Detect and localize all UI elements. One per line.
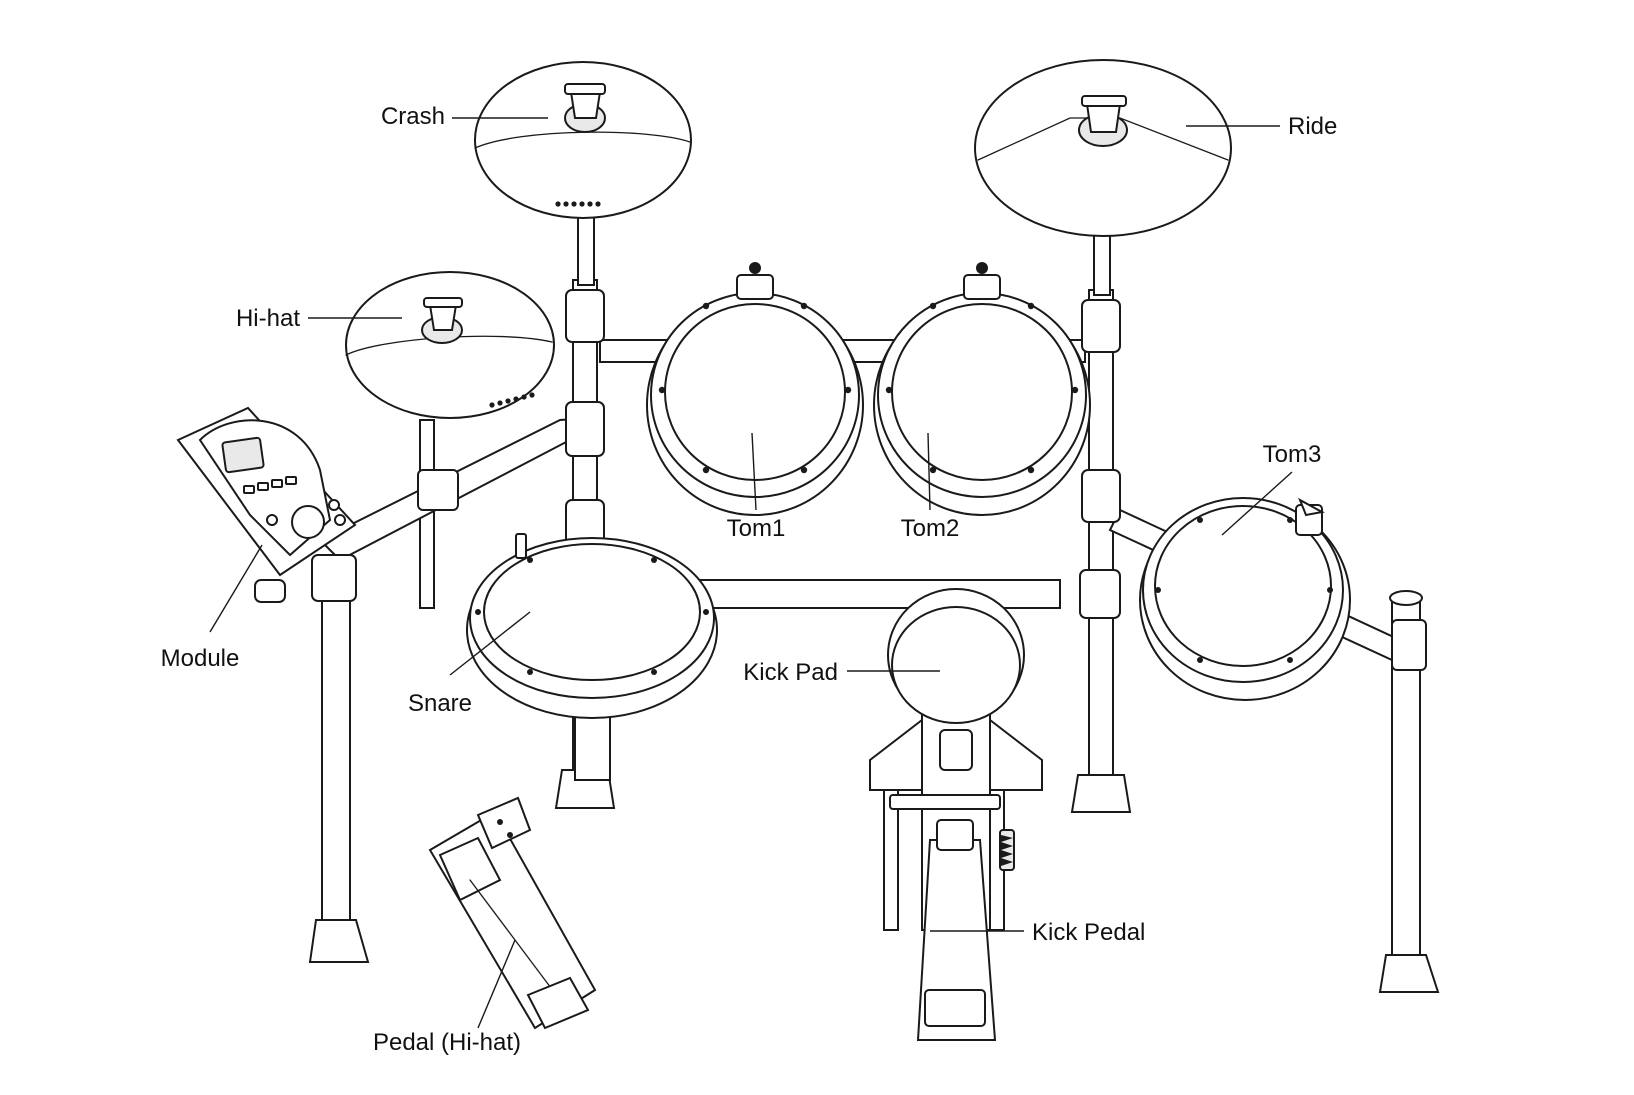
right-mid-clamp — [1081, 469, 1121, 523]
label-kick-pad: Kick Pad — [743, 659, 838, 686]
label-tom1: Tom1 — [727, 515, 786, 542]
snare-pad — [466, 533, 718, 781]
callout-leaders — [209, 117, 1293, 1029]
label-crash: Crash — [381, 103, 445, 130]
right-post-foot — [1070, 774, 1132, 813]
far-left-leg-foot — [308, 919, 370, 963]
hihat-cymbal — [345, 271, 555, 419]
label-tom2: Tom2 — [901, 515, 960, 542]
tom1-pad — [646, 262, 864, 516]
kick-pedal — [883, 789, 1015, 1041]
label-module: Module — [161, 645, 240, 672]
far-right-clamp — [1391, 619, 1427, 671]
crash-cymbal — [474, 61, 692, 219]
left-upper-clamp — [565, 289, 605, 343]
left-mid-clamp — [565, 401, 605, 457]
right-upper-clamp — [1081, 299, 1121, 353]
far-right-leg-foot — [1378, 954, 1440, 993]
ride-cymbal — [974, 59, 1232, 237]
hihat-clamp — [417, 469, 459, 511]
module-knob-clamp — [254, 579, 286, 603]
callout-labels: Crash Ride Hi-hat Tom1 Tom2 Tom3 Module … — [161, 103, 1338, 1056]
hihat-pedal — [428, 796, 597, 1030]
label-snare: Snare — [408, 690, 472, 717]
label-ride: Ride — [1288, 113, 1337, 140]
tom2-pad — [873, 262, 1091, 516]
drum-module — [176, 406, 357, 603]
label-kick-pedal: Kick Pedal — [1032, 919, 1145, 946]
label-pedal-hihat: Pedal (Hi-hat) — [373, 1029, 521, 1056]
label-hihat: Hi-hat — [236, 305, 300, 332]
far-left-clamp — [311, 554, 357, 602]
right-lower-clamp — [1079, 569, 1121, 619]
tom3-pad — [1139, 497, 1351, 701]
label-tom3: Tom3 — [1263, 441, 1322, 468]
